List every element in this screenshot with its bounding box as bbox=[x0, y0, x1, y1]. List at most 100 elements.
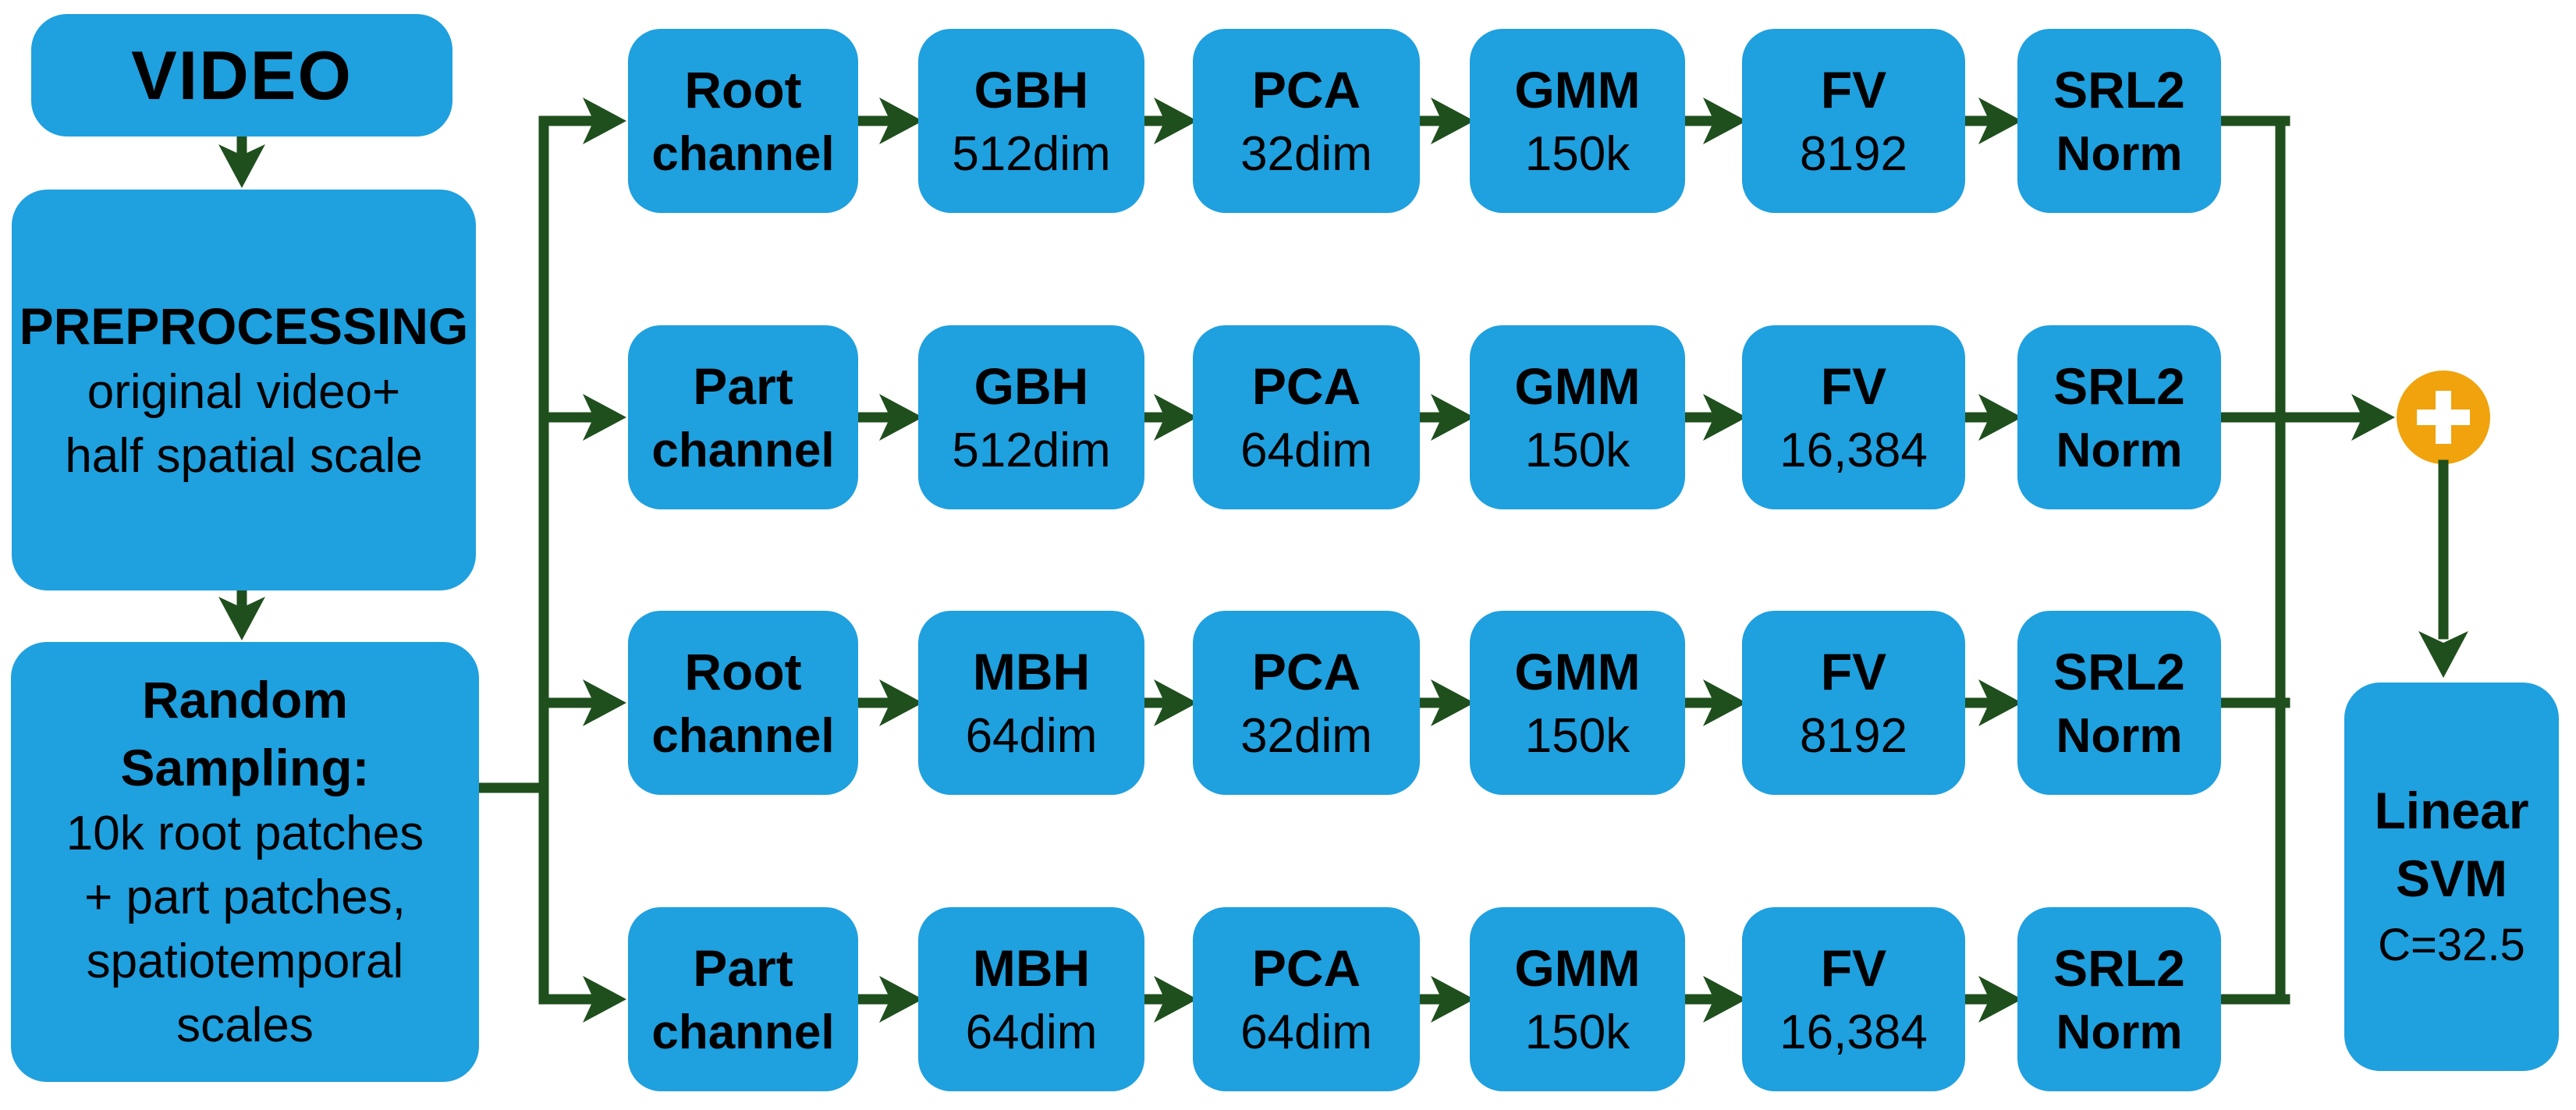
row2-channel-box: Part channel bbox=[628, 325, 858, 509]
row3-pca-line1: PCA bbox=[1251, 643, 1361, 701]
row1-pca-line1: PCA bbox=[1251, 61, 1361, 119]
row2-norm-box: SRL2 Norm bbox=[2017, 325, 2221, 509]
row4-gmm-line2: 150k bbox=[1524, 1005, 1630, 1059]
row1-gmm-line1: GMM bbox=[1514, 61, 1641, 119]
row2-gmm-line1: GMM bbox=[1514, 357, 1641, 416]
preprocessing-box: PREPROCESSING original video+ half spati… bbox=[12, 190, 476, 590]
connector-row2 bbox=[850, 394, 2022, 441]
row4-pca-line1: PCA bbox=[1251, 939, 1361, 998]
sampling-line-4: scales bbox=[176, 998, 314, 1052]
row1-fv-line1: FV bbox=[1820, 61, 1887, 119]
row3-gmm-box: GMM 150k bbox=[1470, 611, 1685, 795]
row1-norm-line2: Norm bbox=[2056, 126, 2183, 181]
row2-descriptor-box: GBH 512dim bbox=[918, 325, 1144, 509]
row1-gmm-box: GMM 150k bbox=[1470, 29, 1685, 213]
row1-gmm-line2: 150k bbox=[1524, 126, 1630, 181]
row3-norm-box: SRL2 Norm bbox=[2017, 611, 2221, 795]
row4-norm-box: SRL2 Norm bbox=[2017, 907, 2221, 1091]
preprocessing-line-2: half spatial scale bbox=[65, 428, 423, 483]
preprocessing-line-1: original video+ bbox=[87, 364, 401, 419]
row1-fv-box: FV 8192 bbox=[1742, 29, 1965, 213]
row3-fv-box: FV 8192 bbox=[1742, 611, 1965, 795]
sampling-line-2: + part patches, bbox=[84, 871, 406, 925]
row3-gmm-line1: GMM bbox=[1514, 643, 1641, 701]
connector-row3 bbox=[850, 679, 2290, 726]
row4-gmm-box: GMM 150k bbox=[1470, 907, 1685, 1091]
svm-title-2: SVM bbox=[2395, 849, 2508, 908]
merge-plus-node bbox=[2397, 371, 2490, 464]
row1-descriptor-line2: 512dim bbox=[952, 126, 1111, 181]
connector-sampling-split bbox=[474, 98, 626, 1023]
row4-descriptor-line2: 64dim bbox=[965, 1005, 1098, 1059]
row2-pca-box: PCA 64dim bbox=[1193, 325, 1420, 509]
row1-norm-line1: SRL2 bbox=[2053, 61, 2185, 119]
sampling-line-1: 10k root patches bbox=[66, 807, 424, 861]
row4-fv-box: FV 16,384 bbox=[1742, 907, 1965, 1091]
plus-icon bbox=[2417, 391, 2470, 444]
random-sampling-box: Random Sampling: 10k root patches + part… bbox=[11, 642, 479, 1082]
svm-param: C=32.5 bbox=[2378, 919, 2525, 970]
sampling-title-1: Random bbox=[142, 671, 348, 729]
row3-descriptor-box: MBH 64dim bbox=[918, 611, 1144, 795]
row4-norm-line1: SRL2 bbox=[2053, 939, 2185, 998]
row3-pca-line2: 32dim bbox=[1240, 708, 1372, 763]
row3-descriptor-line2: 64dim bbox=[965, 708, 1098, 763]
row2-channel-line2: channel bbox=[651, 423, 835, 477]
row1-norm-box: SRL2 Norm bbox=[2017, 29, 2221, 213]
row1-pca-line2: 32dim bbox=[1240, 126, 1372, 181]
connector-merge-bus bbox=[2212, 115, 2395, 1005]
row1-fv-line2: 8192 bbox=[1800, 126, 1907, 181]
row3-channel-line2: channel bbox=[651, 708, 835, 763]
row3-fv-line2: 8192 bbox=[1800, 708, 1907, 763]
row3-channel-line1: Root bbox=[684, 643, 802, 701]
video-title: VIDEO bbox=[131, 36, 353, 114]
row4-gmm-line1: GMM bbox=[1514, 939, 1641, 998]
row3-norm-line1: SRL2 bbox=[2053, 643, 2185, 701]
linear-svm-box: Linear SVM C=32.5 bbox=[2344, 683, 2559, 1071]
preprocessing-title: PREPROCESSING bbox=[19, 296, 469, 355]
row3-channel-box: Root channel bbox=[628, 611, 858, 795]
row2-pca-line2: 64dim bbox=[1240, 423, 1372, 477]
sampling-line-3: spatiotemporal bbox=[86, 934, 404, 989]
row2-norm-line2: Norm bbox=[2056, 423, 2183, 477]
row2-fv-box: FV 16,384 bbox=[1742, 325, 1965, 509]
row1-channel-line2: channel bbox=[651, 126, 835, 181]
sampling-title-2: Sampling: bbox=[120, 739, 370, 797]
row4-channel-line2: channel bbox=[651, 1005, 835, 1059]
row1-channel-box: Root channel bbox=[628, 29, 858, 213]
connector-row4 bbox=[850, 976, 2290, 1023]
row2-norm-line1: SRL2 bbox=[2053, 357, 2185, 416]
connector-row1 bbox=[850, 98, 2290, 144]
row1-descriptor-box: GBH 512dim bbox=[918, 29, 1144, 213]
svm-title-1: Linear bbox=[2374, 782, 2529, 840]
row3-gmm-line2: 150k bbox=[1524, 708, 1630, 763]
row4-channel-line1: Part bbox=[693, 939, 793, 998]
row2-fv-line1: FV bbox=[1820, 357, 1887, 416]
row4-descriptor-box: MBH 64dim bbox=[918, 907, 1144, 1091]
row2-fv-line2: 16,384 bbox=[1779, 423, 1928, 477]
row1-channel-line1: Root bbox=[684, 61, 802, 119]
row3-pca-box: PCA 32dim bbox=[1193, 611, 1420, 795]
row4-norm-line2: Norm bbox=[2056, 1005, 2183, 1059]
arrow-plus-to-svm bbox=[2418, 459, 2468, 678]
row4-channel-box: Part channel bbox=[628, 907, 858, 1091]
arrow-video-to-preprocessing bbox=[218, 132, 265, 188]
row3-fv-line1: FV bbox=[1820, 643, 1887, 701]
row4-descriptor-line1: MBH bbox=[972, 939, 1091, 998]
row2-channel-line1: Part bbox=[693, 357, 793, 416]
row4-fv-line1: FV bbox=[1820, 939, 1887, 998]
row3-descriptor-line1: MBH bbox=[972, 643, 1091, 701]
row1-pca-box: PCA 32dim bbox=[1193, 29, 1420, 213]
row1-descriptor-line1: GBH bbox=[974, 61, 1089, 119]
row2-descriptor-line2: 512dim bbox=[952, 423, 1111, 477]
video-box: VIDEO bbox=[31, 14, 452, 137]
row3-norm-line2: Norm bbox=[2056, 708, 2183, 763]
row2-gmm-line2: 150k bbox=[1524, 423, 1630, 477]
row2-descriptor-line1: GBH bbox=[974, 357, 1089, 416]
row4-pca-box: PCA 64dim bbox=[1193, 907, 1420, 1091]
row4-fv-line2: 16,384 bbox=[1779, 1005, 1928, 1059]
row4-pca-line2: 64dim bbox=[1240, 1005, 1372, 1059]
arrow-preprocessing-to-sampling bbox=[218, 585, 265, 640]
